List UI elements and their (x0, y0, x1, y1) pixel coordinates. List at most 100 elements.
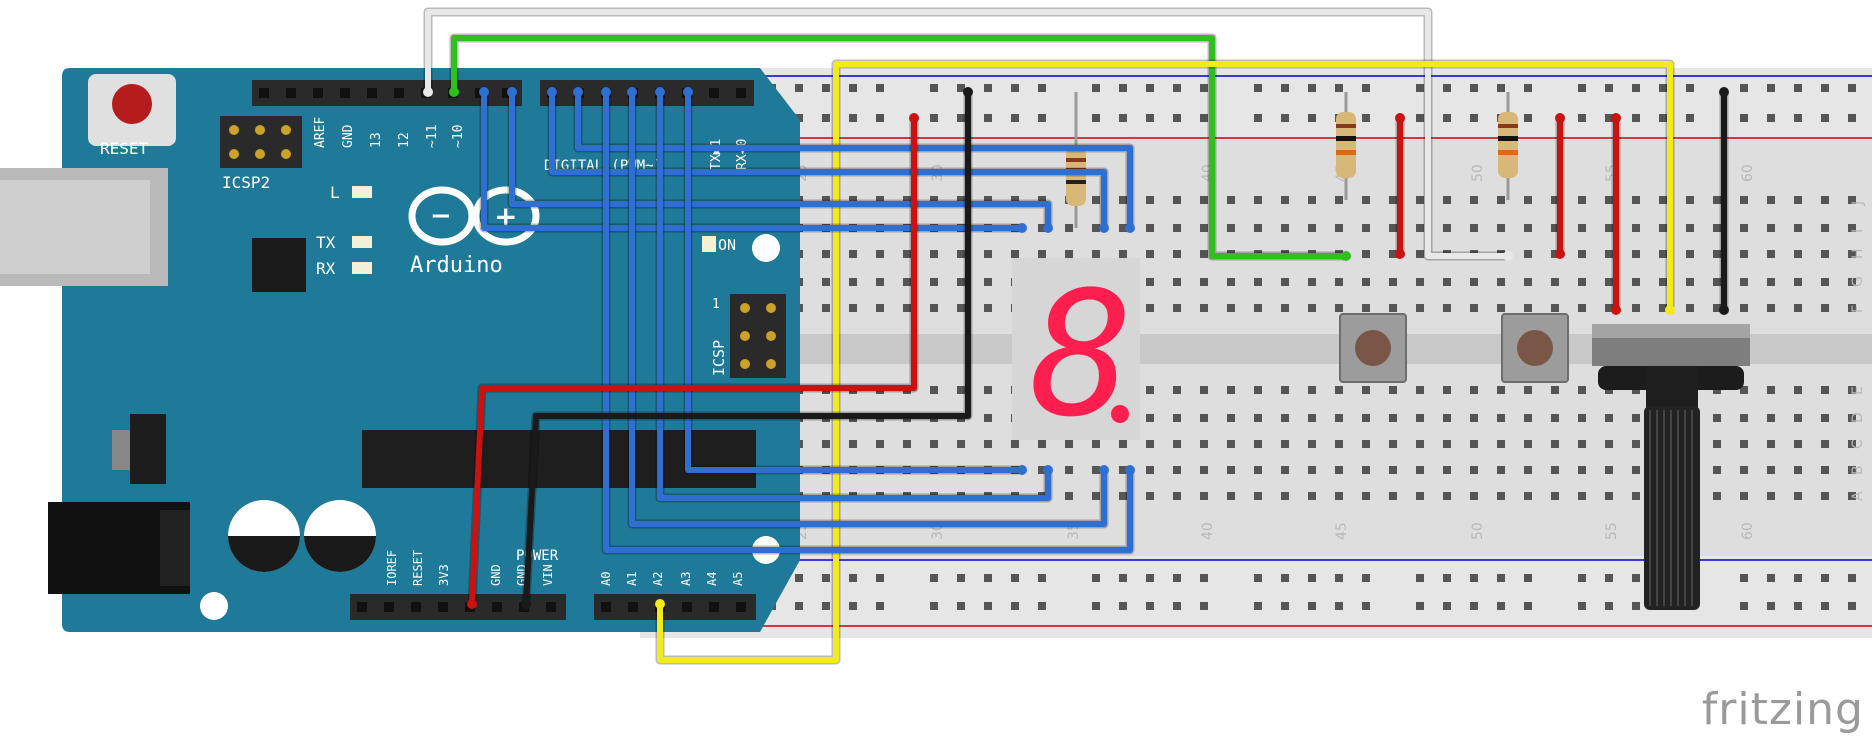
breadboard-hole (1740, 602, 1748, 610)
header-pin (313, 88, 323, 98)
breadboard-hole (1092, 574, 1100, 582)
fritzing-logo: fritzing (1701, 684, 1864, 735)
breadboard-hole (1227, 224, 1235, 232)
wire-yellow-end (1665, 305, 1675, 315)
breadboard-hole (1821, 250, 1829, 258)
breadboard-hole (876, 602, 884, 610)
breadboard-hole (1308, 224, 1316, 232)
breadboard-hole (849, 602, 857, 610)
breadboard-hole (1092, 492, 1100, 500)
breadboard-hole (903, 250, 911, 258)
breadboard-hole (1416, 114, 1424, 122)
breadboard-hole (1524, 602, 1532, 610)
breadboard-hole (1119, 196, 1127, 204)
wire-red-btn1-end (1395, 249, 1405, 259)
header-pin (709, 602, 719, 612)
breadboard-hole (1416, 278, 1424, 286)
breadboard-hole (1281, 602, 1289, 610)
breadboard-hole (1632, 414, 1640, 422)
breadboard-hole (1551, 386, 1559, 394)
breadboard-hole (1821, 574, 1829, 582)
wire-blue-2-end (507, 87, 517, 97)
breadboard-hole (1443, 492, 1451, 500)
breadboard-hole (1524, 84, 1532, 92)
analog-pin-label: A0 (599, 572, 613, 586)
breadboard-hole (1767, 386, 1775, 394)
breadboard-hole (822, 602, 830, 610)
wire-blue-5 (603, 92, 1133, 553)
breadboard-hole (1821, 278, 1829, 286)
breadboard-hole (1443, 440, 1451, 448)
column-number-bottom: 50 (1470, 522, 1486, 540)
power-header (350, 594, 566, 620)
breadboard-hole (1065, 250, 1073, 258)
breadboard-hole (1092, 196, 1100, 204)
breadboard-hole (1740, 466, 1748, 474)
breadboard-hole (1092, 602, 1100, 610)
led-label-tx: TX (316, 233, 336, 252)
breadboard-hole (1281, 304, 1289, 312)
breadboard-hole (1335, 574, 1343, 582)
resistor-2 (1336, 92, 1356, 200)
breadboard-hole (1605, 574, 1613, 582)
breadboard-hole (1119, 574, 1127, 582)
breadboard-hole (849, 114, 857, 122)
wire-black-pot-end (1719, 87, 1729, 97)
breadboard-hole (1362, 466, 1370, 474)
breadboard-hole (1605, 224, 1613, 232)
breadboard-hole (1119, 250, 1127, 258)
breadboard-hole (984, 114, 992, 122)
breadboard-hole (903, 440, 911, 448)
row-letter: J (1850, 201, 1866, 206)
breadboard-hole (849, 196, 857, 204)
breadboard-hole (1632, 114, 1640, 122)
breadboard-hole (1362, 250, 1370, 258)
breadboard-hole (1632, 440, 1640, 448)
power-pin-label: RESET (411, 550, 425, 586)
breadboard-hole (930, 440, 938, 448)
breadboard-hole (1767, 466, 1775, 474)
breadboard-hole (1794, 114, 1802, 122)
breadboard-hole (1200, 602, 1208, 610)
wire-black-main-end (963, 87, 973, 97)
breadboard-hole (1146, 250, 1154, 258)
breadboard-hole (849, 304, 857, 312)
breadboard-hole (1578, 250, 1586, 258)
breadboard-hole (1389, 250, 1397, 258)
wire-blue-8 (685, 92, 1022, 473)
breadboard-hole (1416, 196, 1424, 204)
breadboard-hole (1308, 492, 1316, 500)
breadboard-hole (1416, 304, 1424, 312)
breadboard-hole (1335, 440, 1343, 448)
pin-label-tx1: TX▶1 (709, 139, 724, 170)
breadboard-hole (1173, 224, 1181, 232)
breadboard-hole (957, 278, 965, 286)
breadboard-hole (1227, 278, 1235, 286)
breadboard-hole (1227, 440, 1235, 448)
breadboard-hole (1632, 196, 1640, 204)
breadboard-hole (1659, 196, 1667, 204)
breadboard-hole (1011, 602, 1019, 610)
icsp2-label: ICSP2 (222, 173, 270, 192)
breadboard-hole (1200, 386, 1208, 394)
wire-blue-5-end (601, 87, 611, 97)
breadboard-hole (1740, 250, 1748, 258)
breadboard-hole (1173, 196, 1181, 204)
breadboard-hole (1767, 574, 1775, 582)
pin-label-gnd: GND (341, 124, 356, 148)
breadboard-hole (1389, 224, 1397, 232)
analog-pin-label: A5 (731, 572, 745, 586)
breadboard-hole (1767, 224, 1775, 232)
breadboard-hole (822, 196, 830, 204)
breadboard-hole (1443, 414, 1451, 422)
breadboard-hole (1389, 492, 1397, 500)
power-pin-label: VIN (541, 564, 555, 586)
wire-blue-5-end (1125, 465, 1135, 475)
breadboard-hole (1416, 386, 1424, 394)
wire-red-btn2-end (1555, 113, 1565, 123)
breadboard-hole (1362, 84, 1370, 92)
breadboard-hole (903, 196, 911, 204)
breadboard-hole (1821, 196, 1829, 204)
breadboard-hole (1146, 278, 1154, 286)
breadboard-hole (1740, 386, 1748, 394)
